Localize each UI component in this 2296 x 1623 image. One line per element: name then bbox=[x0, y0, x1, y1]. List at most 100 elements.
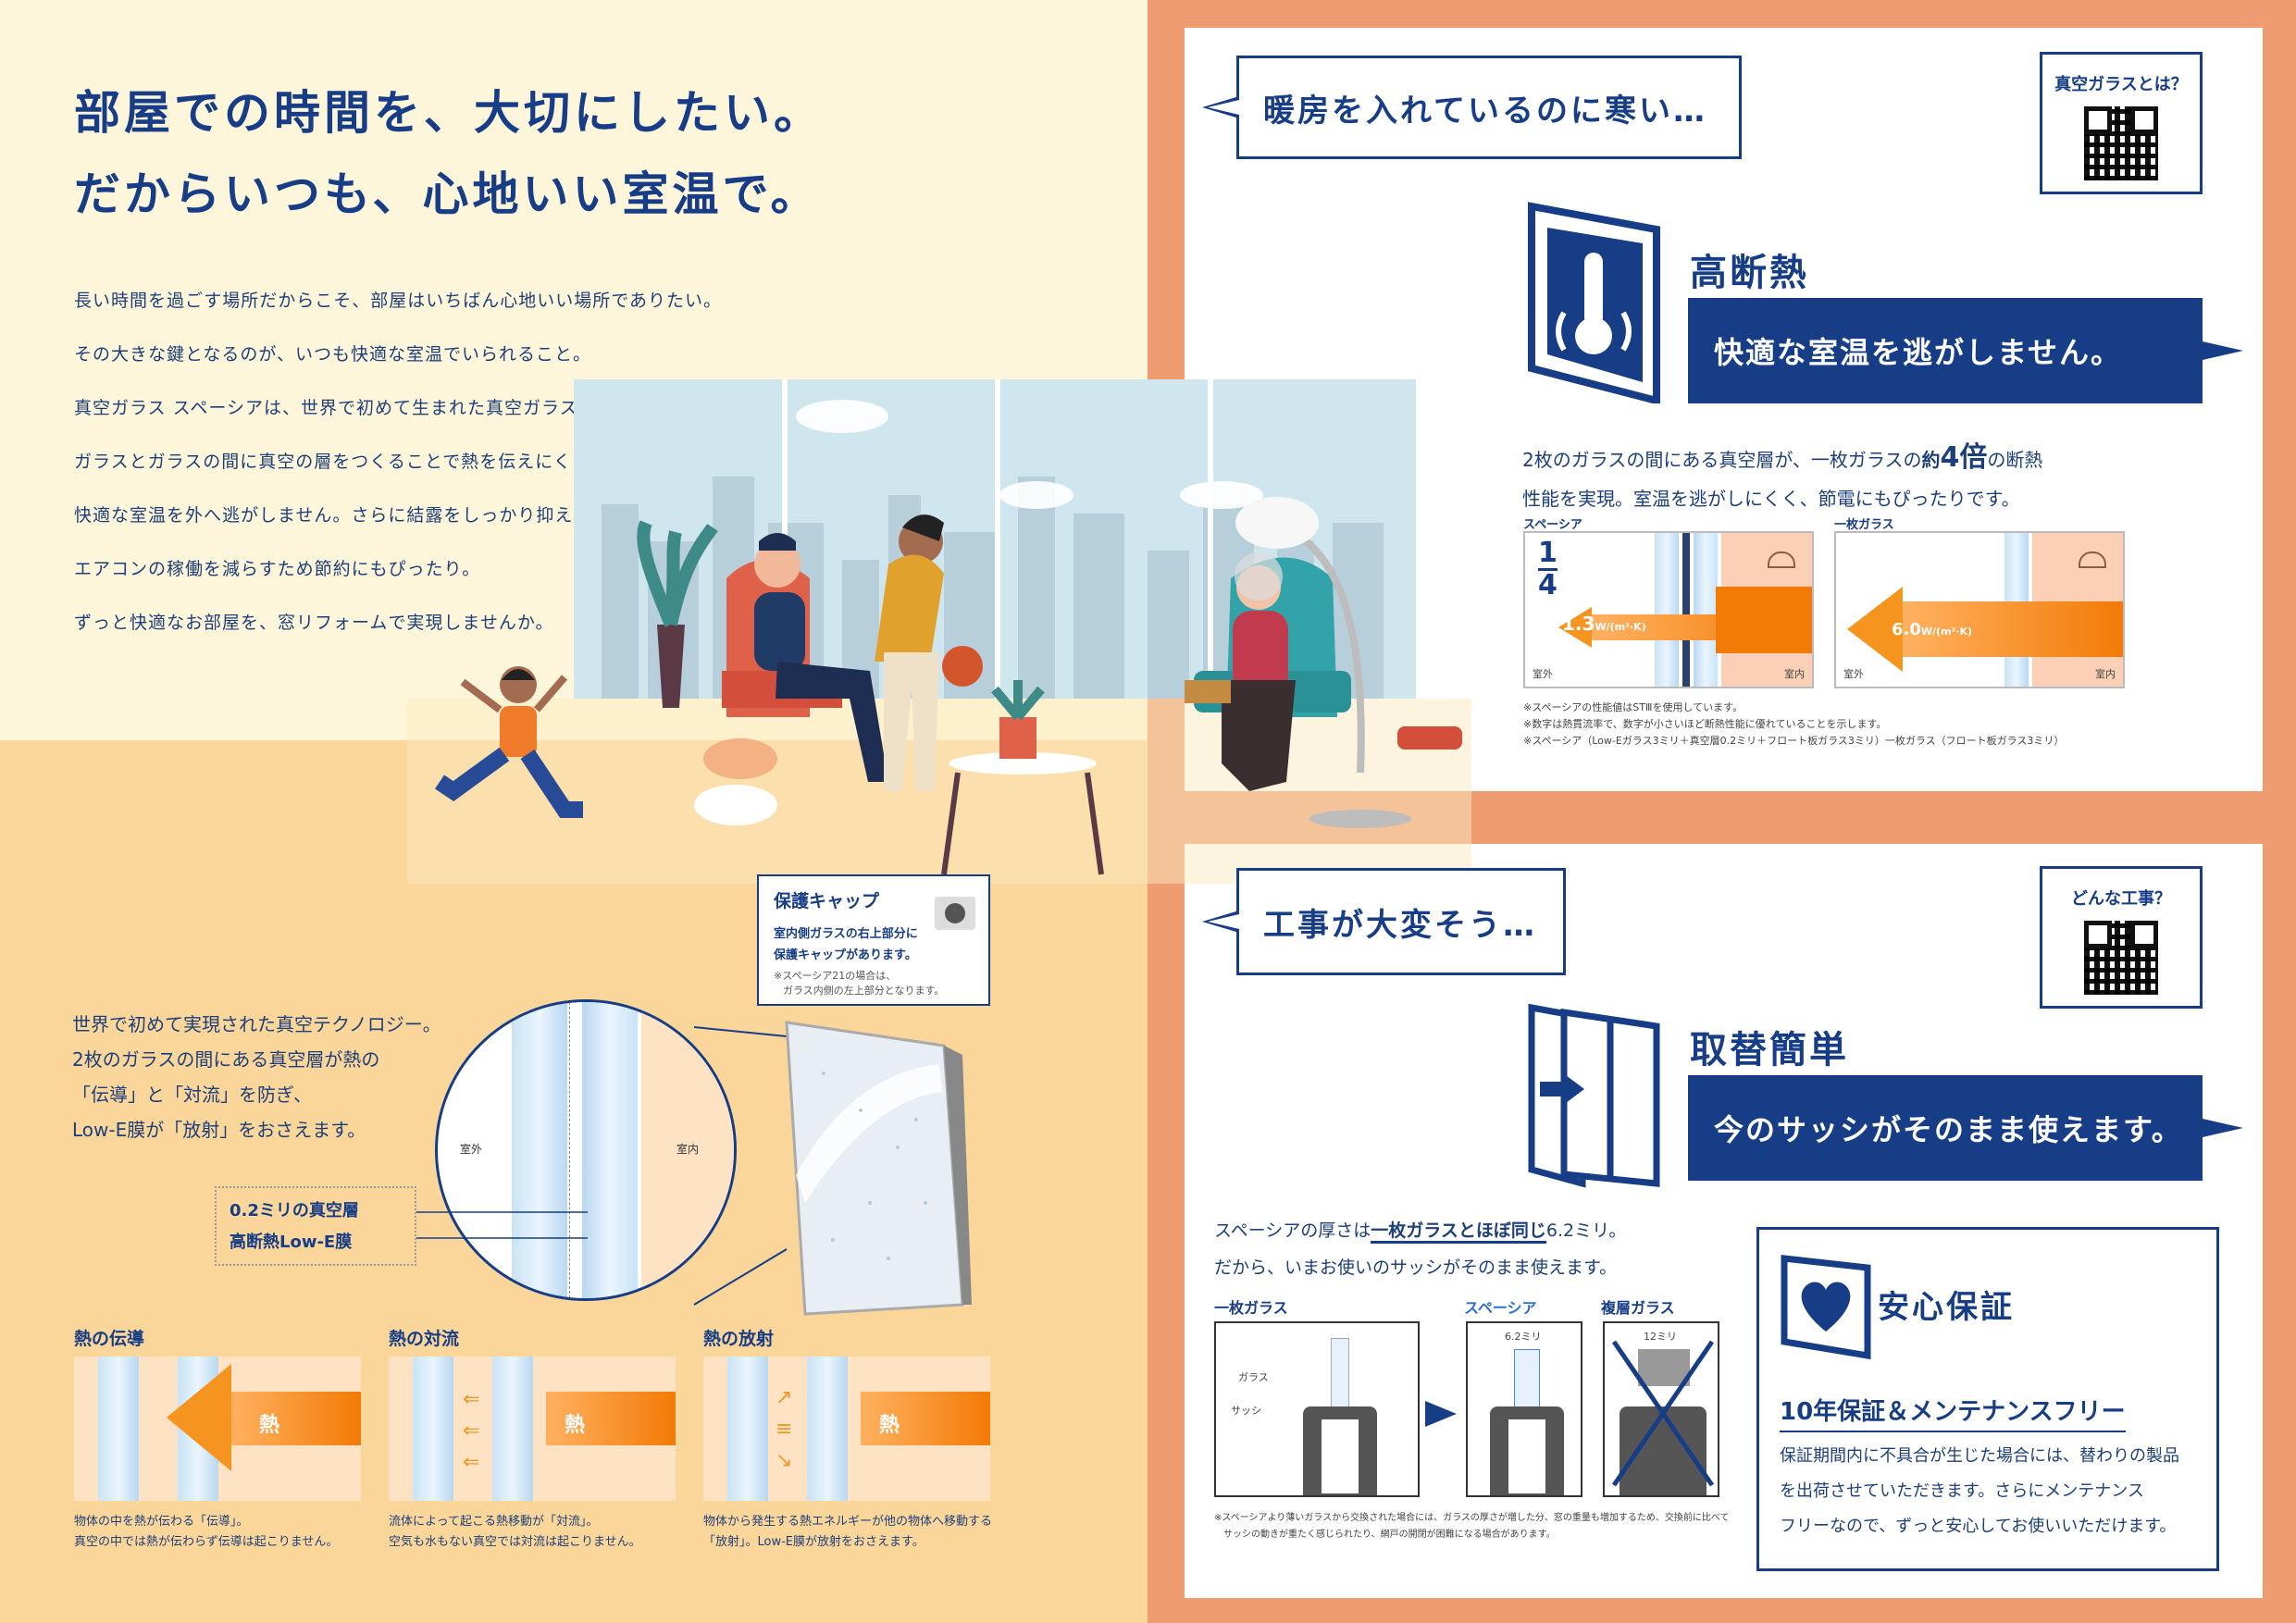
cap-note-small: ガラス内側の左上部分となります。 bbox=[783, 985, 945, 997]
text-part: の断熱 bbox=[1987, 449, 2043, 471]
spacia-column-label: スペーシア bbox=[1464, 1299, 1537, 1317]
bubble-text: 工事が大変そう… bbox=[1263, 906, 1537, 944]
glass-magnified-circle: 室外 室内 bbox=[435, 999, 737, 1301]
lowe-film-label: 高断熱Low-E膜 bbox=[230, 1233, 353, 1252]
u-value-readout: 1.3W/(m²·K) bbox=[1562, 613, 1646, 635]
text-part: スペーシアの厚さは bbox=[1214, 1220, 1371, 1241]
outside-label: 室外 bbox=[460, 1143, 483, 1156]
sash-label: サッシ bbox=[1231, 1405, 1261, 1417]
cap-note-line: 室内側ガラスの右上部分に bbox=[774, 927, 918, 941]
heat-conduction-title: 熱の伝導 bbox=[74, 1329, 145, 1349]
radiation-arrows-icon: ↗≡↘ bbox=[776, 1386, 793, 1472]
heat-radiation-caption: 物体から発生する熱エネルギーが他の物体へ移動する 「放射」。Low-E膜が放射を… bbox=[703, 1512, 992, 1553]
intro-line: ガラスとガラスの間に真空の層をつくることで熱を伝えにくくし、 bbox=[74, 452, 627, 472]
text-part: 2枚のガラスの間にある真空層が、一枚ガラスの bbox=[1522, 449, 1922, 471]
lamp-icon bbox=[2079, 551, 2106, 568]
u-value-readout: 6.0W/(m²·K) bbox=[1892, 620, 1972, 639]
tech-line: Low-E膜が「放射」をおさえます。 bbox=[72, 1119, 366, 1141]
qr-vacuum-glass[interactable]: 真空ガラスとは？ bbox=[2040, 52, 2203, 194]
bar-text: 今のサッシがそのまま使えます。 bbox=[1714, 1112, 2183, 1147]
tech-text: 世界で初めて実現された真空テクノロジー。 2枚のガラスの間にある真空層が熱の 「… bbox=[72, 1007, 441, 1147]
note-line: サッシの動きが重たく感じられたり、網戸の開閉が困難になる場合があります。 bbox=[1223, 1530, 1556, 1540]
cap-icon bbox=[935, 897, 975, 930]
note-line: ※数字は熱貫流率で、数字が小さいほど断熱性能に優れていることを示します。 bbox=[1523, 718, 1887, 730]
layer-labels: 0.2ミリの真空層 高断熱Low-E膜 bbox=[215, 1186, 416, 1266]
intro-line: その大きな鍵となるのが、いつも快適な室温でいられること。 bbox=[74, 344, 592, 365]
note-line: ※スペーシアより薄いガラスから交換された場合には、ガラスの厚さが増した分、窓の重… bbox=[1214, 1513, 1730, 1523]
not-compatible-cross-icon bbox=[1611, 1340, 1715, 1487]
insulation-text: 2枚のガラスの間にある真空層が、一枚ガラスの約4倍の断熱 性能を実現。室温を逃が… bbox=[1522, 439, 2042, 518]
text-part: 約 bbox=[1921, 449, 1941, 471]
warranty-box: 安心保証 10年保証＆メンテナンスフリー 保証期間内に不具合が生じた場合には、替… bbox=[1756, 1227, 2219, 1571]
u-unit: W/(m²·K) bbox=[1920, 626, 1973, 638]
spacia-sash-diagram: 6.2ミリ bbox=[1466, 1321, 1582, 1497]
cap-note-small: ※スペーシア21の場合は、 bbox=[774, 970, 897, 982]
spacia-u-value-diagram: 1 4 1.3W/(m²·K) 室外 室内 bbox=[1523, 531, 1814, 688]
caption-line: 物体から発生する熱エネルギーが他の物体へ移動する bbox=[703, 1515, 993, 1529]
lamp-icon bbox=[1768, 551, 1795, 568]
caption-line: 「放射」。Low-E膜が放射をおさえます。 bbox=[703, 1535, 925, 1549]
u-value: 1.3 bbox=[1562, 613, 1595, 635]
warranty-line: を出荷させていただきます。さらにメンテナンス bbox=[1780, 1481, 2144, 1501]
bubble-text: 暖房を入れているのに寒い… bbox=[1263, 92, 1707, 130]
cold-concern-bubble: 暖房を入れているのに寒い… bbox=[1202, 56, 1742, 159]
cap-note-line: 保護キャップがあります。 bbox=[774, 948, 917, 962]
headline-line-1: 部屋での時間を、大切にしたい。 bbox=[74, 86, 824, 140]
fraction: 1 4 bbox=[1538, 539, 1558, 601]
double-glass-sash-diagram: 12ミリ bbox=[1603, 1321, 1719, 1497]
glass-label: ガラス bbox=[1238, 1371, 1269, 1383]
high-insulation-title: 高断熱 bbox=[1690, 252, 1809, 294]
tech-line: 「伝導」と「対流」を防ぎ、 bbox=[72, 1084, 312, 1106]
qr-label: どんな工事？ bbox=[2071, 889, 2171, 909]
text-part: 6.2ミリ。 bbox=[1545, 1220, 1627, 1241]
single-glass-column-label: 一枚ガラス bbox=[1214, 1299, 1288, 1317]
arrow-right-icon bbox=[1425, 1401, 1457, 1427]
zoom-lines bbox=[693, 1026, 788, 1306]
cap-note-title: 保護キャップ bbox=[774, 891, 880, 911]
intro-line: 快適な室温を外へ逃がしません。さらに結露をしっかり抑え、 bbox=[74, 505, 592, 526]
thermometer-window-icon bbox=[1528, 202, 1660, 403]
heat-conduction-caption: 物体の中を熱が伝わる「伝導」。 真空の中では熱が伝わらず伝導は起こりません。 bbox=[74, 1512, 338, 1553]
heat-radiation-diagram: ↗≡↘ 熱 bbox=[703, 1357, 990, 1501]
intro-line: ずっと快適なお部屋を、窓リフォームで実現しませんか。 bbox=[74, 613, 554, 633]
note-line: ※スペーシア（Low-Eガラス3ミリ＋真空層0.2ミリ＋フロート板ガラス3ミリ）… bbox=[1523, 735, 2065, 747]
same-as-single-emphasis: 一枚ガラスとほぼ同じ bbox=[1371, 1220, 1546, 1244]
qr-code-icon bbox=[2084, 921, 2158, 995]
easy-replacement-title: 取替簡単 bbox=[1690, 1029, 1849, 1072]
spacia-diagram-label: スペーシア bbox=[1523, 518, 1582, 532]
four-times-emphasis: 4倍 bbox=[1940, 441, 1988, 474]
double-glass-column-label: 複層ガラス bbox=[1601, 1299, 1675, 1317]
fraction-denominator: 4 bbox=[1538, 568, 1558, 601]
double-glass-dimension: 12ミリ bbox=[1644, 1331, 1677, 1343]
bar-text: 快適な室温を逃がしません。 bbox=[1714, 335, 2123, 370]
qr-construction[interactable]: どんな工事？ bbox=[2040, 866, 2203, 1009]
convection-arrows-icon: ⇐⇐⇐ bbox=[463, 1388, 480, 1474]
caption-line: 物体の中を熱が伝わる「伝導」。 bbox=[74, 1515, 249, 1529]
note-line: ※スペーシアの性能値はSTⅢを使用しています。 bbox=[1523, 701, 1744, 713]
high-insulation-bar: 快適な室温を逃がしません。 bbox=[1688, 298, 2243, 403]
glass-pane-illustration bbox=[785, 1021, 972, 1316]
warranty-body: 保証期間内に不具合が生じた場合には、替わりの製品 を出荷させていただきます。さら… bbox=[1780, 1439, 2179, 1544]
intro-line: 真空ガラス スペーシアは、世界で初めて生まれた真空ガラス。 bbox=[74, 398, 597, 418]
caption-line: 真空の中では熱が伝わらず伝導は起こりません。 bbox=[74, 1535, 339, 1549]
caption-line: 流体によって起こる熱移動が「対流」。 bbox=[389, 1515, 599, 1529]
heat-word: 熱 bbox=[565, 1414, 586, 1437]
heat-convection-caption: 流体によって起こる熱移動が「対流」。 空気も水もない真空では対流は起こりません。 bbox=[389, 1512, 641, 1553]
qr-code-icon bbox=[2084, 106, 2158, 180]
page-headline: 部屋での時間を、大切にしたい。 だからいつも、心地いい室温で。 bbox=[74, 72, 824, 235]
qr-label: 真空ガラスとは？ bbox=[2054, 75, 2188, 94]
heat-convection-title: 熱の対流 bbox=[389, 1329, 460, 1349]
intro-line: 長い時間を過ごす場所だからこそ、部屋はいちばん心地いい場所でありたい。 bbox=[74, 291, 723, 311]
window-replacement-icon bbox=[1528, 1003, 1660, 1188]
thickness-text: スペーシアの厚さは一枚ガラスとほぼ同じ6.2ミリ。 だから、いまお使いのサッシが… bbox=[1214, 1212, 1626, 1286]
warranty-subtitle: 10年保証＆メンテナンスフリー bbox=[1780, 1393, 2126, 1432]
tech-line: 2枚のガラスの間にある真空層が熱の bbox=[72, 1048, 380, 1071]
heat-conduction-diagram: 熱 bbox=[74, 1357, 361, 1501]
tech-line: 世界で初めて実現された真空テクノロジー。 bbox=[72, 1013, 441, 1035]
u-unit: W/(m²·K) bbox=[1595, 621, 1646, 633]
caption-line: 空気も水もない真空では対流は起こりません。 bbox=[389, 1535, 641, 1549]
layer-leader-lines bbox=[416, 1211, 588, 1239]
inside-label: 室内 bbox=[2095, 668, 2116, 680]
easy-replacement-bar: 今のサッシがそのまま使えます。 bbox=[1688, 1075, 2243, 1181]
u-value: 6.0 bbox=[1892, 620, 1921, 639]
